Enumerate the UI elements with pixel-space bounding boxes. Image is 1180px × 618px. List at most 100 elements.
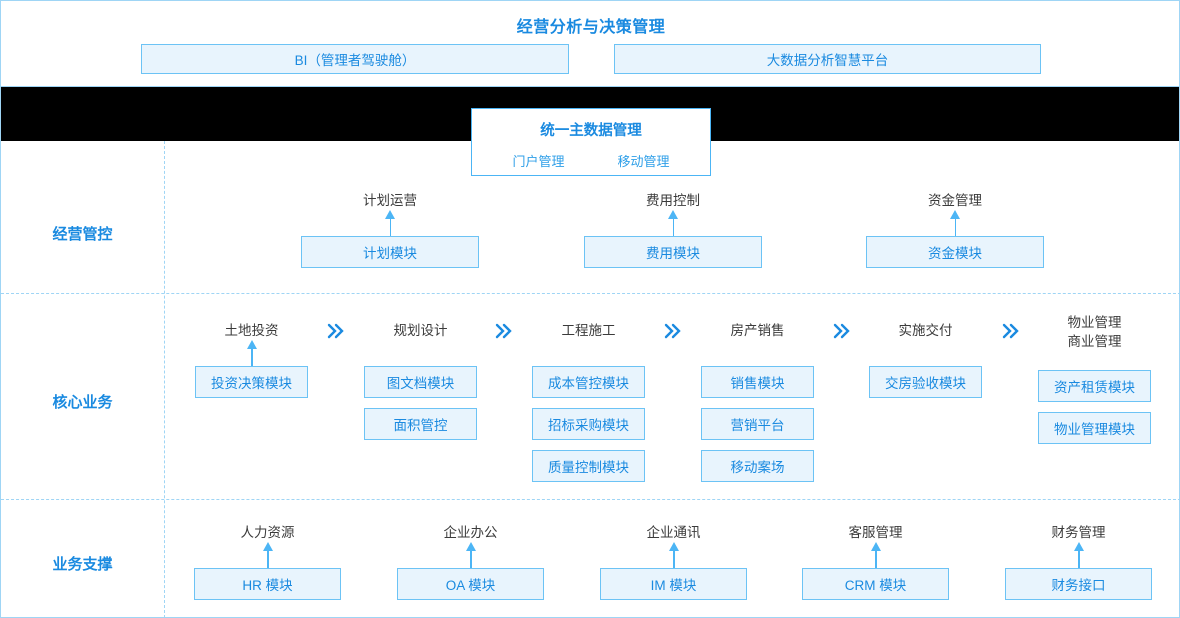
arrow-up-icon <box>584 210 762 236</box>
module-asset-leasing[interactable]: 资产租赁模块 <box>1038 370 1151 402</box>
module-bidding-procurement[interactable]: 招标采购模块 <box>532 408 645 440</box>
module-quality-control[interactable]: 质量控制模块 <box>532 450 645 482</box>
group-customer-service: 客服管理 CRM 模块 <box>802 523 949 610</box>
module-im-label: IM 模块 <box>650 578 697 593</box>
master-data-card[interactable]: 统一主数据管理 门户管理 移动管理 <box>471 108 711 176</box>
arrow-up-icon <box>301 210 479 236</box>
group-delivery: 实施交付 交房验收模块 <box>869 321 982 408</box>
group-expense-control: 费用控制 费用模块 <box>584 191 762 278</box>
master-data-subitems: 门户管理 移动管理 <box>472 151 710 170</box>
module-crm-label: CRM 模块 <box>844 578 907 593</box>
row-divider-1 <box>1 293 1179 294</box>
group-finance-management: 财务管理 财务接口 <box>1005 523 1152 610</box>
module-plan-label: 计划模块 <box>363 246 417 261</box>
module-fund-label: 资金模块 <box>928 246 982 261</box>
module-finance-interface-label: 财务接口 <box>1051 578 1106 593</box>
module-area-control-label: 面积管控 <box>393 418 448 433</box>
chevron-right-icon <box>1001 323 1023 339</box>
group-plan-operations: 计划运营 计划模块 <box>301 191 479 278</box>
arrow-up-icon <box>1005 542 1152 568</box>
body-region: 经营管控 核心业务 业务支撑 计划运营 计划模块 费用控制 费用模块 资金管理 … <box>1 141 1179 617</box>
analytics-band-title: 经营分析与决策管理 <box>516 19 666 36</box>
arrow-up-icon <box>195 340 308 366</box>
analytics-band: 经营分析与决策管理 BI（管理者驾驶舱） 大数据分析智慧平台 <box>1 1 1179 87</box>
arrow-up-icon <box>600 542 747 568</box>
group-human-resources-title: 人力资源 <box>240 525 295 540</box>
group-enterprise-office: 企业办公 OA 模块 <box>397 523 544 610</box>
module-oa-label: OA 模块 <box>445 578 496 593</box>
platform-card-bi[interactable]: BI（管理者驾驶舱） <box>141 44 569 74</box>
group-property-commercial-management: 物业管理 商业管理 资产租赁模块 物业管理模块 <box>1038 313 1151 454</box>
module-asset-leasing-label: 资产租赁模块 <box>1054 380 1135 395</box>
group-expense-control-title: 费用控制 <box>646 193 700 208</box>
group-planning-design-title: 规划设计 <box>393 323 448 338</box>
row-label-core-business: 核心业务 <box>52 394 113 411</box>
group-engineering-construction-title: 工程施工 <box>561 323 616 338</box>
module-property-management-label: 物业管理模块 <box>1054 422 1135 437</box>
chevron-right-icon <box>663 323 685 339</box>
module-oa[interactable]: OA 模块 <box>397 568 544 600</box>
module-finance-interface[interactable]: 财务接口 <box>1005 568 1152 600</box>
row-label-operations: 经营管控 <box>52 226 113 243</box>
group-fund-management-title: 资金管理 <box>928 193 982 208</box>
group-enterprise-communication-title: 企业通讯 <box>646 525 701 540</box>
group-land-investment: 土地投资 投资决策模块 <box>195 321 308 408</box>
module-mobile-showroom-label: 移动案场 <box>730 460 785 475</box>
module-cost-control[interactable]: 成本管控模块 <box>532 366 645 398</box>
arrow-up-icon <box>802 542 949 568</box>
module-expense[interactable]: 费用模块 <box>584 236 762 268</box>
module-marketing-platform[interactable]: 营销平台 <box>701 408 814 440</box>
module-area-control[interactable]: 面积管控 <box>364 408 477 440</box>
module-cost-control-label: 成本管控模块 <box>548 376 629 391</box>
row-divider-2 <box>1 499 1179 500</box>
arrow-up-icon <box>194 542 341 568</box>
arrow-up-icon <box>397 542 544 568</box>
group-fund-management: 资金管理 资金模块 <box>866 191 1044 278</box>
master-data-title: 统一主数据管理 <box>540 123 642 139</box>
module-expense-label: 费用模块 <box>646 246 700 261</box>
group-land-investment-title: 土地投资 <box>224 323 279 338</box>
module-bidding-procurement-label: 招标采购模块 <box>548 418 629 433</box>
module-property-management[interactable]: 物业管理模块 <box>1038 412 1151 444</box>
module-crm[interactable]: CRM 模块 <box>802 568 949 600</box>
group-finance-management-title: 财务管理 <box>1051 525 1106 540</box>
module-im[interactable]: IM 模块 <box>600 568 747 600</box>
module-marketing-platform-label: 营销平台 <box>730 418 785 433</box>
module-investment-decision[interactable]: 投资决策模块 <box>195 366 308 398</box>
module-document-label: 图文档模块 <box>386 376 455 391</box>
group-enterprise-office-title: 企业办公 <box>443 525 498 540</box>
module-sales[interactable]: 销售模块 <box>701 366 814 398</box>
platform-card-bi-label: BI（管理者驾驶舱） <box>294 53 416 68</box>
group-customer-service-title: 客服管理 <box>848 525 903 540</box>
group-delivery-title: 实施交付 <box>898 323 953 338</box>
group-enterprise-communication: 企业通讯 IM 模块 <box>600 523 747 610</box>
master-data-item-portal[interactable]: 门户管理 <box>512 154 565 169</box>
module-hr[interactable]: HR 模块 <box>194 568 341 600</box>
module-investment-decision-label: 投资决策模块 <box>211 376 292 391</box>
module-document[interactable]: 图文档模块 <box>364 366 477 398</box>
group-property-sales: 房产销售 销售模块 营销平台 移动案场 <box>701 321 814 492</box>
chevron-right-icon <box>494 323 516 339</box>
module-fund[interactable]: 资金模块 <box>866 236 1044 268</box>
vertical-divider <box>164 141 165 617</box>
master-data-item-mobile[interactable]: 移动管理 <box>617 154 670 169</box>
group-engineering-construction: 工程施工 成本管控模块 招标采购模块 质量控制模块 <box>532 321 645 492</box>
module-plan[interactable]: 计划模块 <box>301 236 479 268</box>
module-sales-label: 销售模块 <box>730 376 785 391</box>
group-property-commercial-management-title: 物业管理 商业管理 <box>1067 315 1122 349</box>
module-quality-control-label: 质量控制模块 <box>548 460 629 475</box>
chevron-right-icon <box>832 323 854 339</box>
platform-card-bigdata[interactable]: 大数据分析智慧平台 <box>614 44 1041 74</box>
arrow-up-icon <box>866 210 1044 236</box>
module-mobile-showroom[interactable]: 移动案场 <box>701 450 814 482</box>
row-label-business-support: 业务支撑 <box>52 556 113 573</box>
module-handover-acceptance[interactable]: 交房验收模块 <box>869 366 982 398</box>
module-handover-acceptance-label: 交房验收模块 <box>885 376 966 391</box>
platform-card-bigdata-label: 大数据分析智慧平台 <box>766 53 889 68</box>
group-planning-design: 规划设计 图文档模块 面积管控 <box>364 321 477 450</box>
group-plan-operations-title: 计划运营 <box>363 193 417 208</box>
module-hr-label: HR 模块 <box>242 578 293 593</box>
chevron-right-icon <box>326 323 348 339</box>
group-human-resources: 人力资源 HR 模块 <box>194 523 341 610</box>
